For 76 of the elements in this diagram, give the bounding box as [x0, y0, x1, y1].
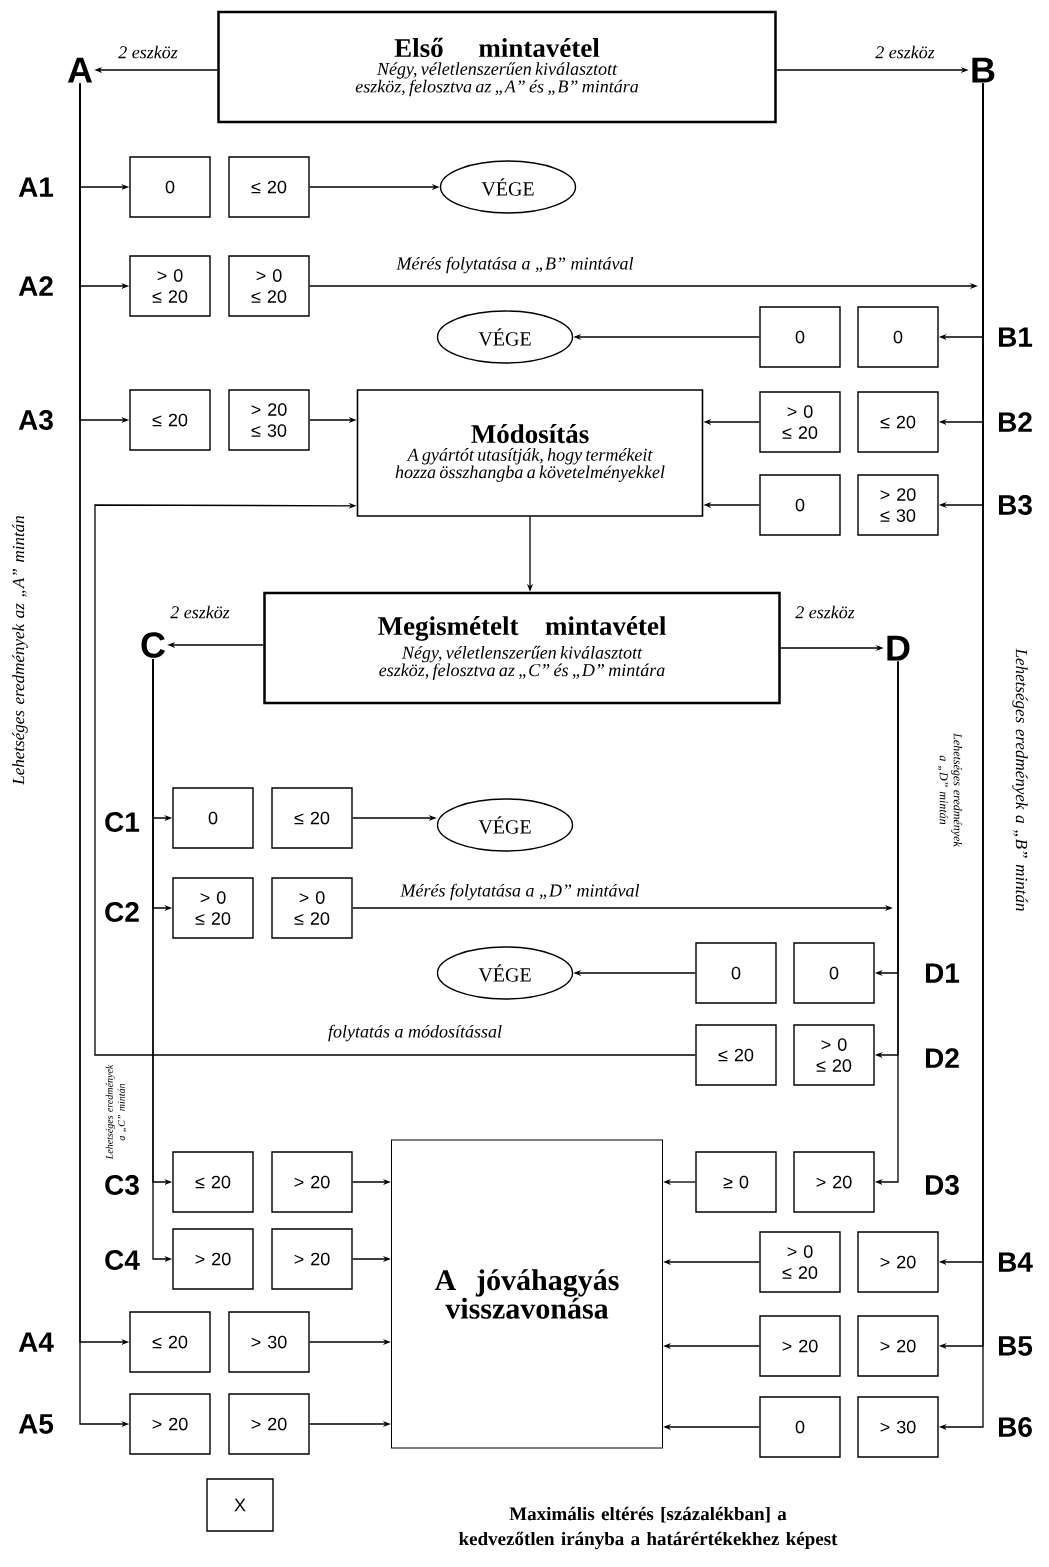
result-box: 0 [793, 942, 875, 1004]
result-box: ≤ 20 [271, 787, 353, 849]
result-box: 0 [172, 787, 254, 849]
rotated-note: Lehetséges eredmények az „A” mintán [12, 516, 28, 785]
result-box: > 30 [857, 1396, 939, 1458]
row-label: A1 [18, 177, 54, 197]
result-box: > 20 ≤ 30 [228, 389, 310, 451]
sample-letter: D [887, 635, 910, 661]
result-box: 0 [759, 306, 841, 368]
result-box: ≤ 20 [129, 389, 211, 451]
row-label: B5 [998, 1336, 1033, 1356]
result-box: 0 [759, 1396, 841, 1458]
row-label: B6 [998, 1417, 1032, 1437]
arrow [94, 502, 696, 1056]
sample-letter: A [67, 57, 93, 83]
process-box: A jóváhagyás visszavonása [391, 1139, 663, 1449]
result-box: > 20 [271, 1228, 353, 1290]
row-label: D3 [925, 1175, 959, 1195]
process-box: Módosítás A gyártót utasítják, hogy termékeit hozza összhangba a követelményekkel [356, 389, 704, 517]
result-box: > 20 [759, 1315, 841, 1377]
row-label: C2 [105, 902, 139, 922]
sample-letter: C [141, 632, 165, 658]
result-box: > 0 ≤ 20 [172, 877, 254, 939]
result-box: ≤ 20 [129, 1311, 211, 1373]
result-box: > 0 ≤ 20 [228, 255, 310, 317]
rotated-note: Lehetséges eredmények a „B” mintán [1012, 648, 1028, 911]
result-box: > 0 ≤ 20 [271, 877, 353, 939]
rotated-note: Lehetséges eredmények a „D” mintán [937, 733, 963, 847]
result-box: 0 [759, 474, 841, 536]
result-box: 0 [857, 306, 939, 368]
result-box: > 0 ≤ 20 [793, 1024, 875, 1086]
edge-label: Mérés folytatása a „D” mintával [399, 882, 641, 902]
result-box: > 20 [857, 1315, 939, 1377]
result-box: > 0 ≤ 20 [759, 391, 841, 453]
result-box: > 20 ≤ 30 [857, 474, 939, 536]
row-label: B2 [998, 412, 1032, 432]
result-box: > 20 [857, 1231, 939, 1293]
result-box: > 20 [793, 1151, 875, 1213]
result-box: > 0 ≤ 20 [759, 1231, 841, 1293]
result-box: > 20 [172, 1228, 254, 1290]
result-box: ≤ 20 [228, 156, 310, 218]
rotated-note: Lehetséges eredmények a „C” mintán [105, 1064, 127, 1160]
process-box: Megismételt mintavétel Négy, véletlenszerűen kiválasztott eszköz, felosztva az „C” és „D” mintára [263, 591, 781, 705]
edge-label: folytatás a módosítással [327, 1023, 503, 1043]
row-label: B1 [998, 327, 1033, 347]
row-label: C3 [105, 1175, 139, 1195]
row-label: A2 [18, 276, 53, 296]
row-label: D1 [925, 963, 960, 983]
key-box: X [206, 1478, 274, 1532]
result-box: > 20 [129, 1393, 211, 1455]
row-label: A5 [18, 1414, 54, 1434]
edge-label: Mérés folytatása a „B” mintával [395, 255, 635, 275]
edge-label: 2 eszköz [117, 44, 179, 60]
edge-label: 2 eszköz [794, 604, 856, 620]
process-box: Első mintavétel Négy, véletlenszerűen kiválasztott eszköz, felosztva az „A” és „B” mintára [217, 10, 777, 124]
row-label: C1 [105, 812, 140, 832]
result-box: 0 [695, 942, 777, 1004]
edge-label: 2 eszköz [874, 44, 936, 60]
row-label: B4 [998, 1252, 1033, 1272]
result-box: ≤ 20 [172, 1151, 254, 1213]
result-box: > 20 [271, 1151, 353, 1213]
row-label: A3 [18, 410, 53, 430]
row-label: C4 [105, 1250, 140, 1270]
result-box: ≤ 20 [857, 391, 939, 453]
result-box: ≤ 20 [695, 1024, 777, 1086]
result-box: ≥ 0 [695, 1151, 777, 1213]
edge-label: 2 eszköz [169, 604, 231, 620]
result-box: > 30 [228, 1311, 310, 1373]
row-label: A4 [18, 1332, 54, 1352]
row-label: B3 [998, 495, 1032, 515]
key-caption: Maximális eltérés [százalékban] a kedvezőtlen irányba a határértékekhez képest [459, 1506, 838, 1550]
result-box: 0 [129, 156, 211, 218]
result-box: > 0 ≤ 20 [129, 255, 211, 317]
sample-letter: B [972, 57, 995, 83]
result-box: > 20 [228, 1393, 310, 1455]
row-label: D2 [925, 1048, 959, 1068]
